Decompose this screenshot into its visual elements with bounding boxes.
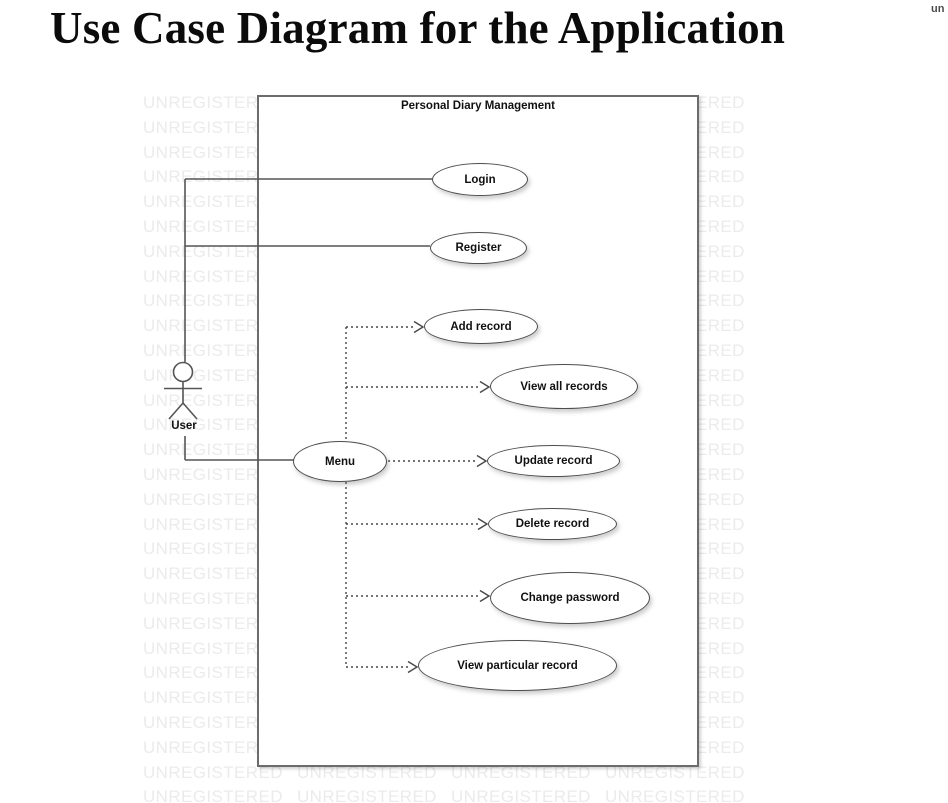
dotted-connectors — [345, 326, 480, 668]
usecase-label: View all records — [520, 380, 608, 393]
usecase-menu: Menu — [293, 441, 387, 482]
usecase-view-all-records: View all records — [490, 364, 638, 409]
solid-connectors — [184, 178, 432, 461]
usecase-change-password: Change password — [490, 572, 650, 624]
watermark-row: UNREGISTERED UNREGISTERED UNREGISTERED U… — [143, 787, 745, 803]
usecase-add-record: Add record — [424, 309, 538, 344]
arrowheads — [407, 320, 491, 674]
usecase-register: Register — [430, 232, 527, 264]
page-title: Use Case Diagram for the Application — [50, 3, 786, 53]
usecase-label: Login — [464, 173, 496, 186]
watermark-row: UNREGISTERED UNREGISTERED UNREGISTERED U… — [143, 762, 745, 782]
usecase-label: Add record — [450, 320, 512, 333]
usecase-label: Delete record — [515, 518, 590, 530]
usecase-label: Register — [455, 242, 502, 254]
usecase-update-record: Update record — [487, 445, 620, 477]
usecase-label: Change password — [520, 592, 620, 604]
system-boundary-title: Personal Diary Management — [400, 100, 556, 112]
corner-watermark-fragment: un — [931, 3, 945, 15]
usecase-view-particular-record: View particular record — [418, 640, 617, 691]
actor-icon — [164, 361, 202, 420]
usecase-label: Menu — [324, 455, 356, 468]
usecase-login: Login — [432, 163, 528, 196]
usecase-label: Update record — [514, 455, 593, 467]
usecase-label: View particular record — [457, 659, 578, 672]
actor-label: User — [171, 420, 197, 432]
usecase-delete-record: Delete record — [488, 508, 617, 540]
